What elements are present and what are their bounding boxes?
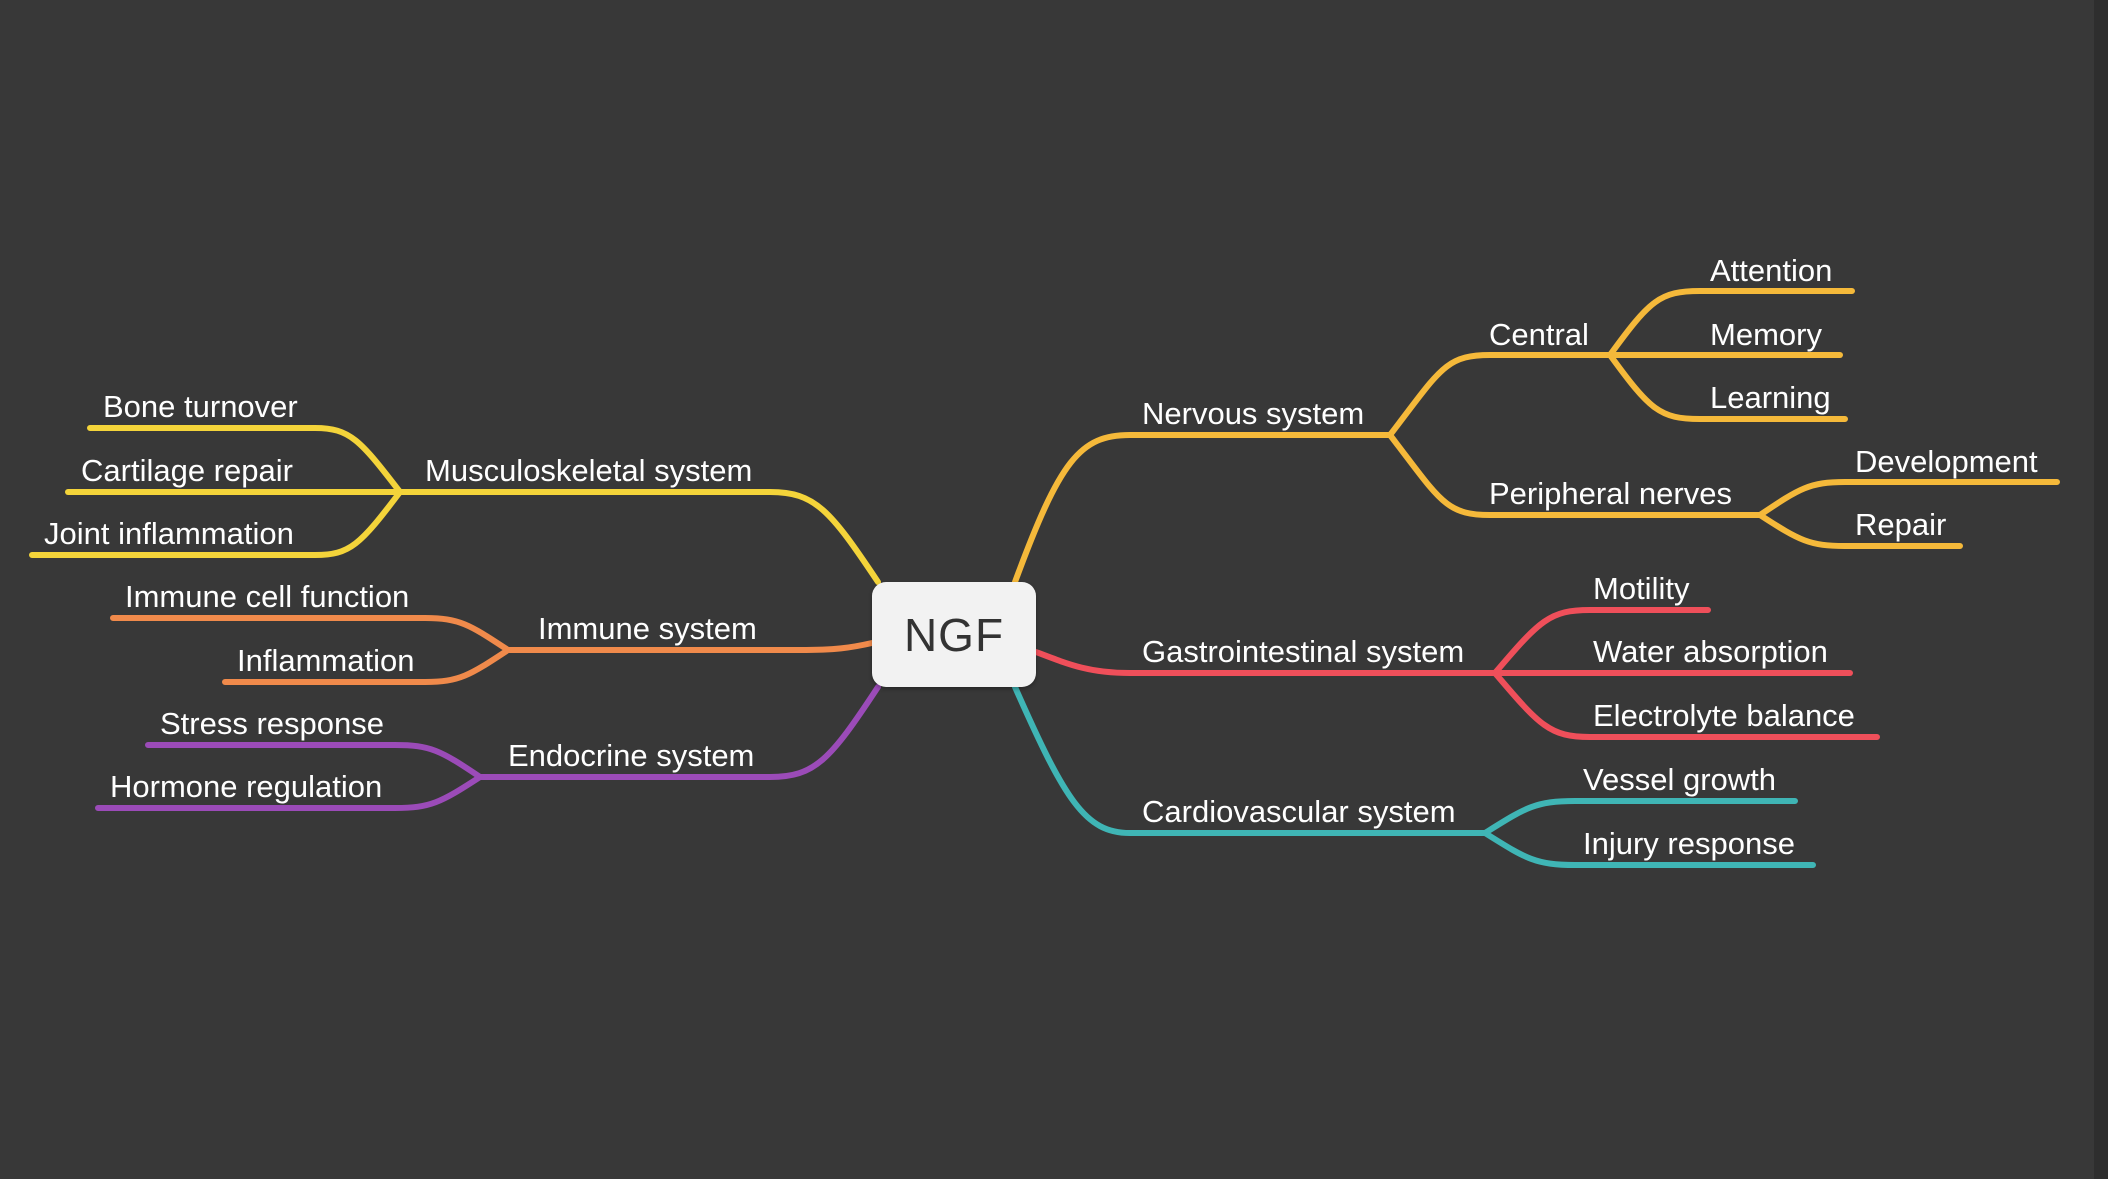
node-musculoskeletal-system: Musculoskeletal system <box>425 453 752 488</box>
node-attention: Attention <box>1710 253 1832 288</box>
node-immune-system: Immune system <box>538 611 757 646</box>
node-vessel-growth: Vessel growth <box>1583 762 1776 797</box>
edge-root-gastro <box>1033 649 1498 676</box>
node-gastrointestinal-system: Gastrointestinal system <box>1142 634 1464 669</box>
node-motility: Motility <box>1593 571 1690 606</box>
node-electrolyte-balance: Electrolyte balance <box>1593 698 1855 733</box>
node-hormone-regulation: Hormone regulation <box>110 769 382 804</box>
node-inflammation: Inflammation <box>237 643 414 678</box>
root-node-label: NGF <box>903 608 1005 661</box>
edge-root-nervous <box>1012 432 1393 585</box>
node-development: Development <box>1855 444 2038 479</box>
node-joint-inflammation: Joint inflammation <box>44 516 294 551</box>
node-cartilage-repair: Cartilage repair <box>81 453 293 488</box>
node-central: Central <box>1489 317 1589 352</box>
edge-central-learning <box>1607 352 1848 422</box>
node-stress-response: Stress response <box>160 706 384 741</box>
node-endocrine-system: Endocrine system <box>508 738 754 773</box>
edge-endocrine-hormone <box>95 774 483 811</box>
edge-cardio-vessel <box>1482 798 1798 836</box>
edge-root-cardio <box>1012 684 1488 836</box>
edge-root-immune <box>505 640 875 653</box>
edge-cardio-injury <box>1482 830 1816 868</box>
edge-root-musculoskeletal <box>397 489 881 585</box>
edge-gastro-motility <box>1492 607 1711 676</box>
node-repair: Repair <box>1855 507 1946 542</box>
node-immune-cell-function: Immune cell function <box>125 579 409 614</box>
edge-gastro-electrolyte <box>1492 670 1880 740</box>
edge-musculo-joint <box>29 489 403 558</box>
node-injury-response: Injury response <box>1583 826 1795 861</box>
node-peripheral-nerves: Peripheral nerves <box>1489 476 1732 511</box>
root-node: NGF <box>872 582 1036 687</box>
edge-peripheral-repair <box>1757 512 1963 549</box>
edge-endocrine-stress <box>145 742 483 780</box>
right-edge-strip <box>2094 0 2108 1179</box>
node-memory: Memory <box>1710 317 1822 352</box>
edge-immune-inflammation <box>222 647 511 685</box>
edge-root-endocrine <box>477 684 881 780</box>
edge-musculo-bone <box>87 425 403 495</box>
edge-nervous-central <box>1387 352 1613 438</box>
node-nervous-system: Nervous system <box>1142 396 1364 431</box>
node-cardiovascular-system: Cardiovascular system <box>1142 794 1456 829</box>
node-water-absorption: Water absorption <box>1593 634 1828 669</box>
edge-peripheral-development <box>1757 479 2060 518</box>
edge-central-attention <box>1607 288 1855 358</box>
node-learning: Learning <box>1710 380 1831 415</box>
node-bone-turnover: Bone turnover <box>103 389 298 424</box>
edge-immune-cell <box>110 615 511 653</box>
edge-nervous-peripheral <box>1387 432 1763 518</box>
